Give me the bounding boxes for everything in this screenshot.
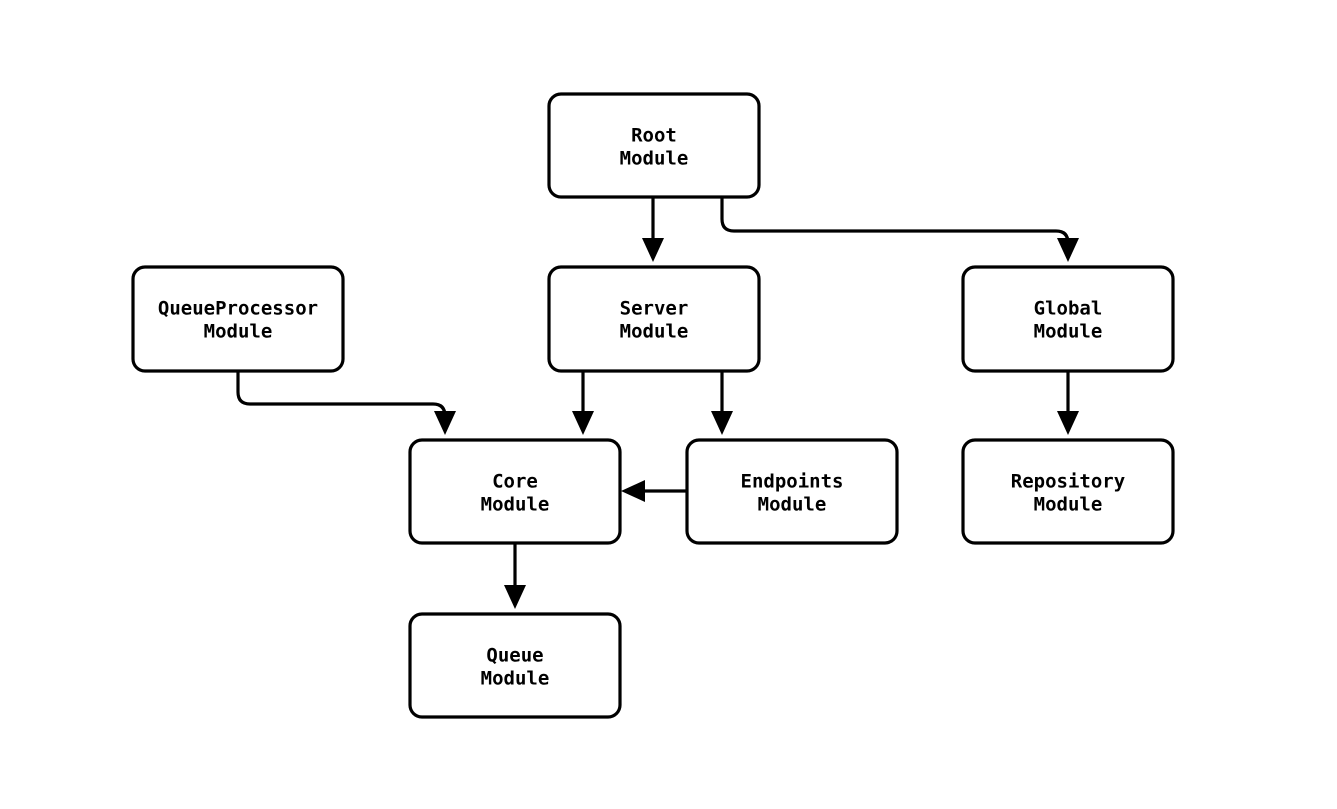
- node-box[interactable]: [547, 92, 761, 199]
- node-label-line2: Module: [758, 494, 827, 516]
- arrow-head-icon: [1057, 411, 1079, 435]
- node-core-module[interactable]: Core Module: [408, 438, 622, 545]
- node-root-module[interactable]: Root Module: [547, 92, 761, 199]
- node-label-line1: Global: [1034, 298, 1103, 320]
- edge-server-to-endpoints: [711, 371, 733, 435]
- node-label-line1: Repository: [1011, 471, 1125, 493]
- node-server-module[interactable]: Server Module: [547, 265, 761, 373]
- node-endpoints-module[interactable]: Endpoints Module: [685, 438, 899, 545]
- edge-global-to-repository: [1057, 371, 1079, 435]
- arrow-head-icon: [621, 480, 645, 502]
- node-label-line2: Module: [620, 321, 689, 343]
- node-queueprocessor-module[interactable]: QueueProcessor Module: [131, 265, 345, 373]
- nodes-layer: Root Module QueueProcessor Module Server…: [131, 92, 1175, 719]
- node-box[interactable]: [685, 438, 899, 545]
- node-label-line1: QueueProcessor: [158, 298, 318, 320]
- arrow-head-icon: [1057, 238, 1079, 262]
- arrow-head-icon: [504, 585, 526, 609]
- node-repository-module[interactable]: Repository Module: [961, 438, 1175, 545]
- arrow-head-icon: [434, 411, 456, 435]
- edge-server-to-core: [572, 371, 594, 435]
- edges-layer: [236, 197, 1079, 609]
- edge-root-to-global: [720, 197, 1079, 262]
- node-label-line1: Root: [631, 125, 677, 147]
- edge-line: [720, 197, 1070, 245]
- node-global-module[interactable]: Global Module: [961, 265, 1175, 373]
- edge-root-to-server: [642, 197, 664, 262]
- node-box[interactable]: [961, 438, 1175, 545]
- arrow-head-icon: [711, 411, 733, 435]
- node-label-line1: Queue: [486, 645, 543, 667]
- node-label-line2: Module: [481, 668, 550, 690]
- node-label-line2: Module: [481, 494, 550, 516]
- node-box[interactable]: [408, 612, 622, 719]
- node-label-line1: Server: [620, 298, 689, 320]
- node-box[interactable]: [408, 438, 622, 545]
- node-box[interactable]: [131, 265, 345, 373]
- node-label-line2: Module: [204, 321, 273, 343]
- node-box[interactable]: [961, 265, 1175, 373]
- node-label-line1: Endpoints: [741, 471, 844, 493]
- edge-line: [236, 371, 447, 418]
- edge-core-to-queue: [504, 543, 526, 609]
- arrow-head-icon: [642, 238, 664, 262]
- arrow-head-icon: [572, 411, 594, 435]
- node-label-line2: Module: [1034, 494, 1103, 516]
- node-label-line2: Module: [620, 148, 689, 170]
- edge-queueprocessor-to-core: [236, 371, 456, 435]
- node-label-line2: Module: [1034, 321, 1103, 343]
- edge-endpoints-to-core: [621, 480, 687, 502]
- node-box[interactable]: [547, 265, 761, 373]
- node-queue-module[interactable]: Queue Module: [408, 612, 622, 719]
- node-label-line1: Core: [492, 471, 538, 493]
